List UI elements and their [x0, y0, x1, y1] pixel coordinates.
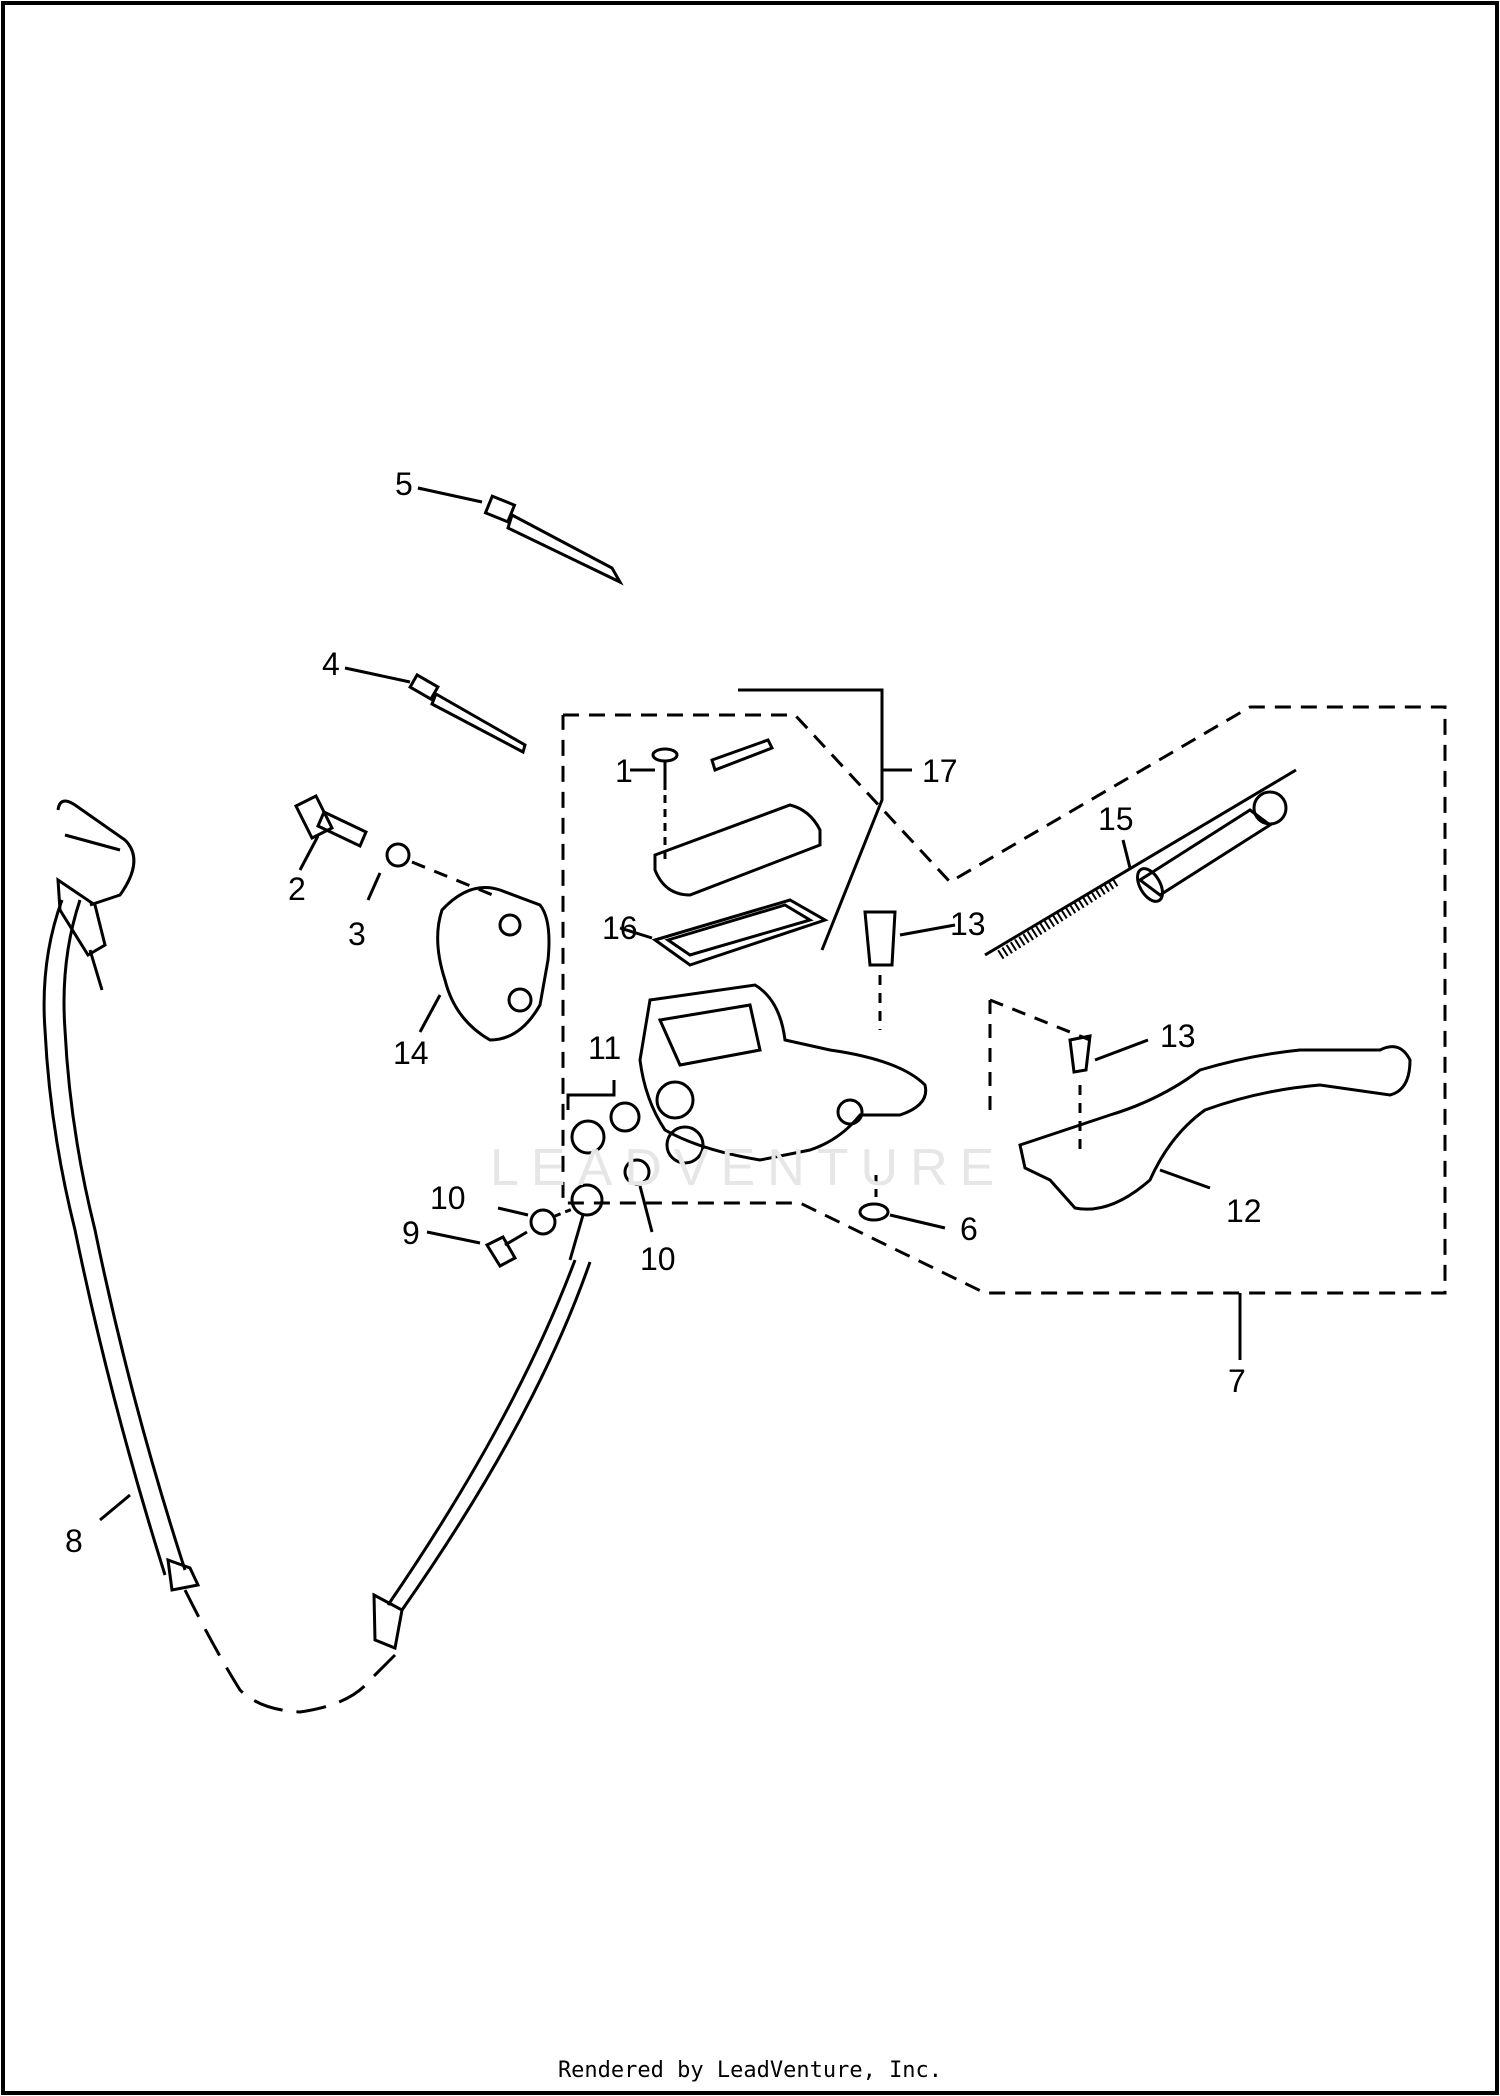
clamp-14: [418, 886, 551, 1042]
callout-1: 1: [615, 753, 633, 789]
clip-6: [858, 1202, 890, 1222]
callout-12: 12: [1226, 1193, 1262, 1229]
gasket-16: [651, 898, 829, 967]
callout-10-left: 10: [430, 1180, 466, 1216]
callout-17: 17: [922, 753, 958, 789]
callout-13-upper: 13: [950, 906, 986, 942]
bleeder-11: [566, 1080, 641, 1155]
washer-10-b: [623, 1158, 651, 1186]
bracket-17: [738, 688, 884, 951]
callout-15: 15: [1098, 801, 1134, 837]
hose-left: [42, 799, 201, 1592]
callout-5: 5: [395, 466, 413, 502]
callout-9: 9: [402, 1215, 420, 1251]
callout-7: 7: [1228, 1363, 1246, 1399]
callout-14: 14: [393, 1035, 429, 1071]
callout-4: 4: [322, 646, 340, 682]
hose-break: [183, 1589, 397, 1714]
callout-13-lower: 13: [1160, 1018, 1196, 1054]
callout-6: 6: [960, 1211, 978, 1247]
callout-11: 11: [588, 1030, 622, 1066]
lever-12: [1018, 1045, 1412, 1211]
group-outline-7: [561, 705, 1447, 1295]
callout-10-right: 10: [640, 1241, 676, 1277]
cable-tie-5: [417, 486, 624, 586]
sight-glass: [710, 738, 775, 772]
banjo-bolt-9: [426, 1230, 528, 1268]
washer-3: [385, 842, 411, 868]
reservoir-cover: [653, 803, 822, 897]
footer-credit: Rendered by LeadVenture, Inc.: [557, 2058, 943, 2083]
callout-8: 8: [65, 1523, 83, 1559]
bushing-13: [1068, 1034, 1149, 1150]
watermark: LEADVENTURE: [490, 1139, 1007, 1197]
callout-2: 2: [288, 871, 306, 907]
callout-3: 3: [348, 916, 366, 952]
cable-tie-4: [344, 666, 527, 755]
hose-right: [372, 1183, 604, 1651]
piston-assembly-15: [984, 768, 1297, 960]
screw-1: [630, 747, 679, 860]
callout-16: 16: [602, 910, 638, 946]
washer-10-a: [529, 1208, 557, 1236]
master-cylinder-body: [638, 983, 928, 1165]
pivot-pin-13: [863, 910, 956, 1030]
screw-2: [293, 793, 368, 871]
